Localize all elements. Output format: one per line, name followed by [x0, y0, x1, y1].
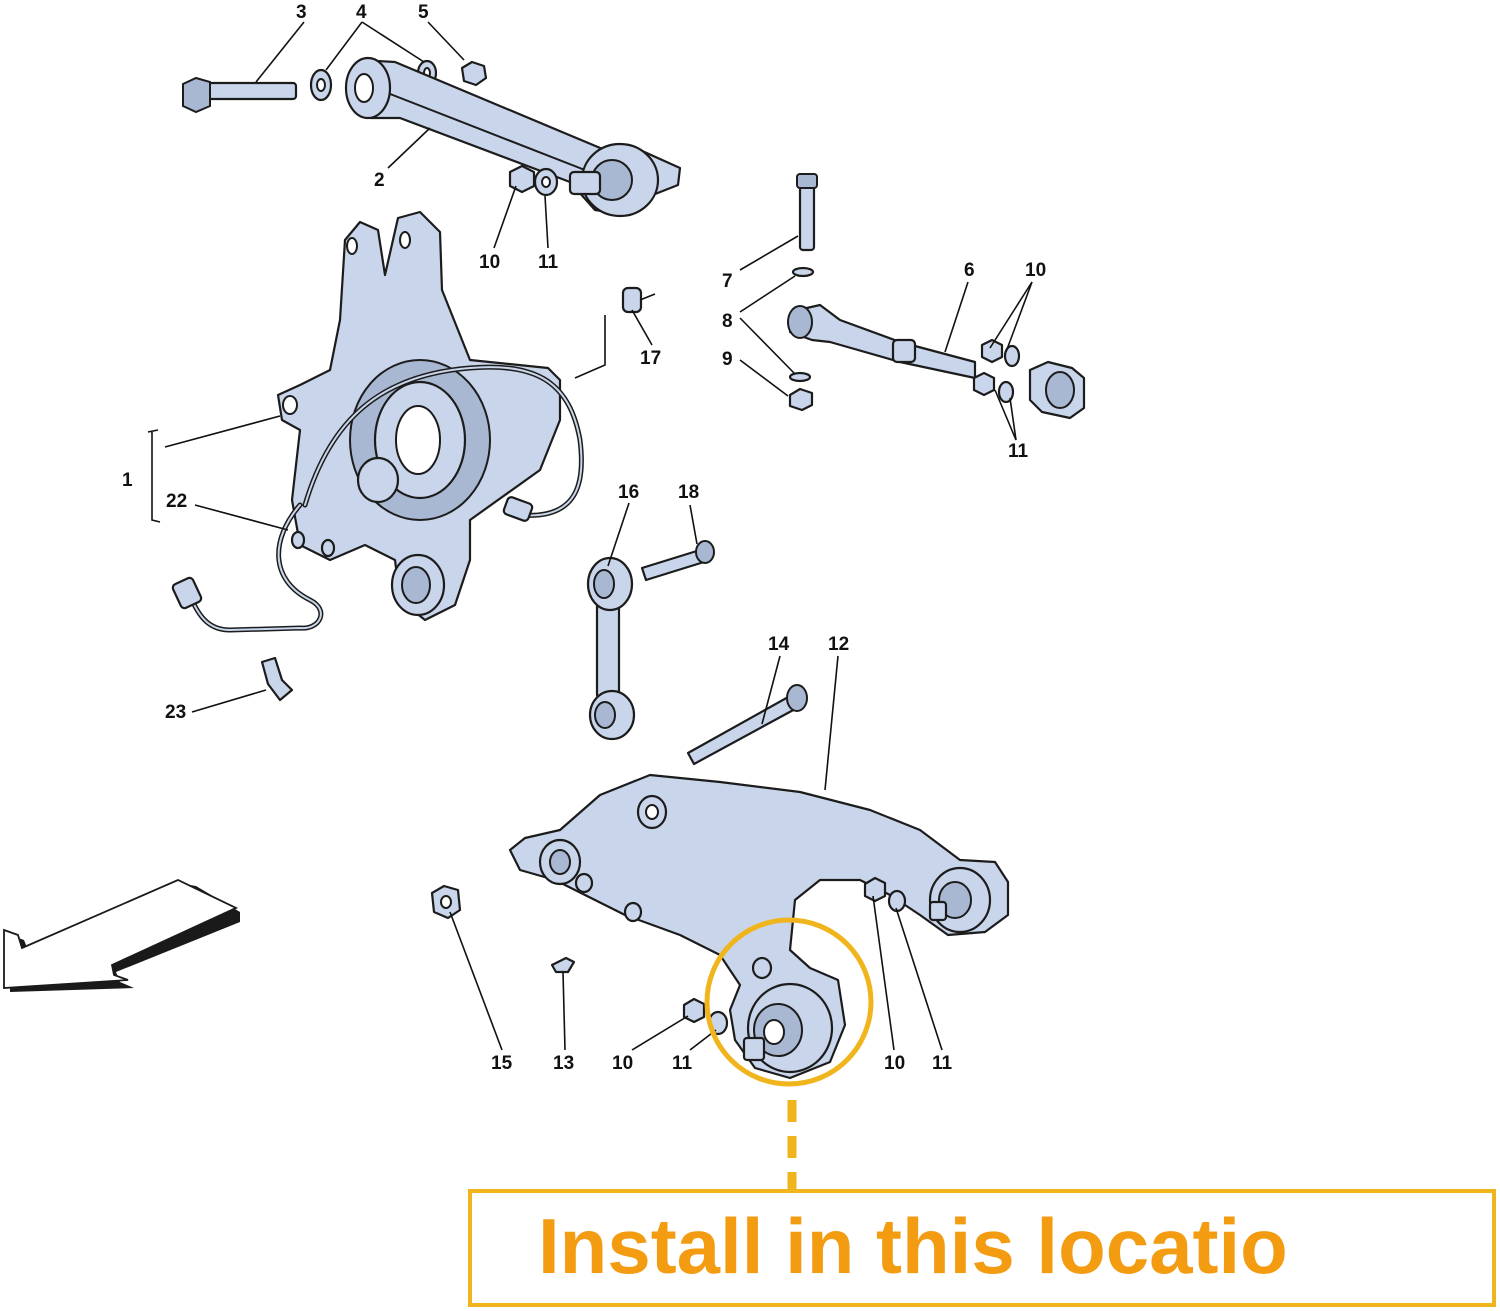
- callout-22: 22: [166, 491, 187, 512]
- callout-9: 9: [722, 349, 733, 370]
- callout-4: 4: [356, 2, 367, 23]
- part-10-11-upper: [508, 164, 559, 197]
- callout-10-a: 10: [479, 252, 500, 273]
- install-banner: Install in this locatio: [468, 1189, 1496, 1307]
- direction-arrow: [3, 879, 240, 992]
- part-13-screw: [550, 956, 576, 974]
- callout-17: 17: [640, 348, 661, 369]
- callout-15: 15: [491, 1053, 513, 1074]
- callout-8: 8: [722, 311, 733, 332]
- callout-11-a: 11: [538, 252, 559, 273]
- callout-13: 13: [553, 1053, 574, 1074]
- callout-10-d: 10: [884, 1053, 905, 1074]
- part-15-nut: [430, 884, 462, 920]
- part-23-clip: [260, 656, 294, 702]
- part-1-knuckle: [276, 210, 562, 622]
- part-3-bolt: [182, 76, 298, 114]
- install-location-highlight: [704, 917, 874, 1190]
- callout-10-b: 10: [1025, 260, 1046, 281]
- part-16-drop-link: [586, 556, 636, 741]
- callout-18: 18: [678, 482, 699, 503]
- leader-lines: [147, 21, 1033, 1051]
- callout-11-b: 11: [1008, 441, 1029, 462]
- part-5-nut: [460, 60, 488, 87]
- part-2-upper-arm: [344, 56, 682, 218]
- callout-3: 3: [296, 2, 307, 23]
- callout-16: 16: [618, 482, 639, 503]
- callout-23: 23: [165, 702, 186, 723]
- part-10-11-toe: [972, 338, 1021, 404]
- part-17-clip: [574, 286, 656, 379]
- part-7-bolt: [796, 173, 818, 252]
- callout-7: 7: [722, 271, 733, 292]
- part-6-toe-link-bushing: [1028, 360, 1086, 420]
- callout-1: 1: [122, 470, 133, 491]
- part-9-nut: [788, 387, 814, 412]
- part-18-bolt: [640, 540, 715, 582]
- part-22-sensor-cable: [171, 364, 584, 633]
- callout-10-c: 10: [612, 1053, 633, 1074]
- callout-11-c: 11: [672, 1053, 693, 1074]
- install-banner-text: Install in this locatio: [538, 1202, 1288, 1290]
- callout-11-d: 11: [932, 1053, 953, 1074]
- callout-labels: 3 4 5 2 10 11 1 22 23 17 7 8 9 6 10 11 1…: [122, 2, 1046, 1074]
- part-14-bolt: [686, 684, 808, 766]
- callout-6: 6: [964, 260, 975, 281]
- callout-12: 12: [828, 634, 849, 655]
- callout-5: 5: [418, 2, 429, 23]
- callout-14: 14: [768, 634, 790, 655]
- part-8-washers: [788, 266, 815, 383]
- part-6-toe-link: [787, 303, 977, 380]
- callout-2: 2: [374, 170, 385, 191]
